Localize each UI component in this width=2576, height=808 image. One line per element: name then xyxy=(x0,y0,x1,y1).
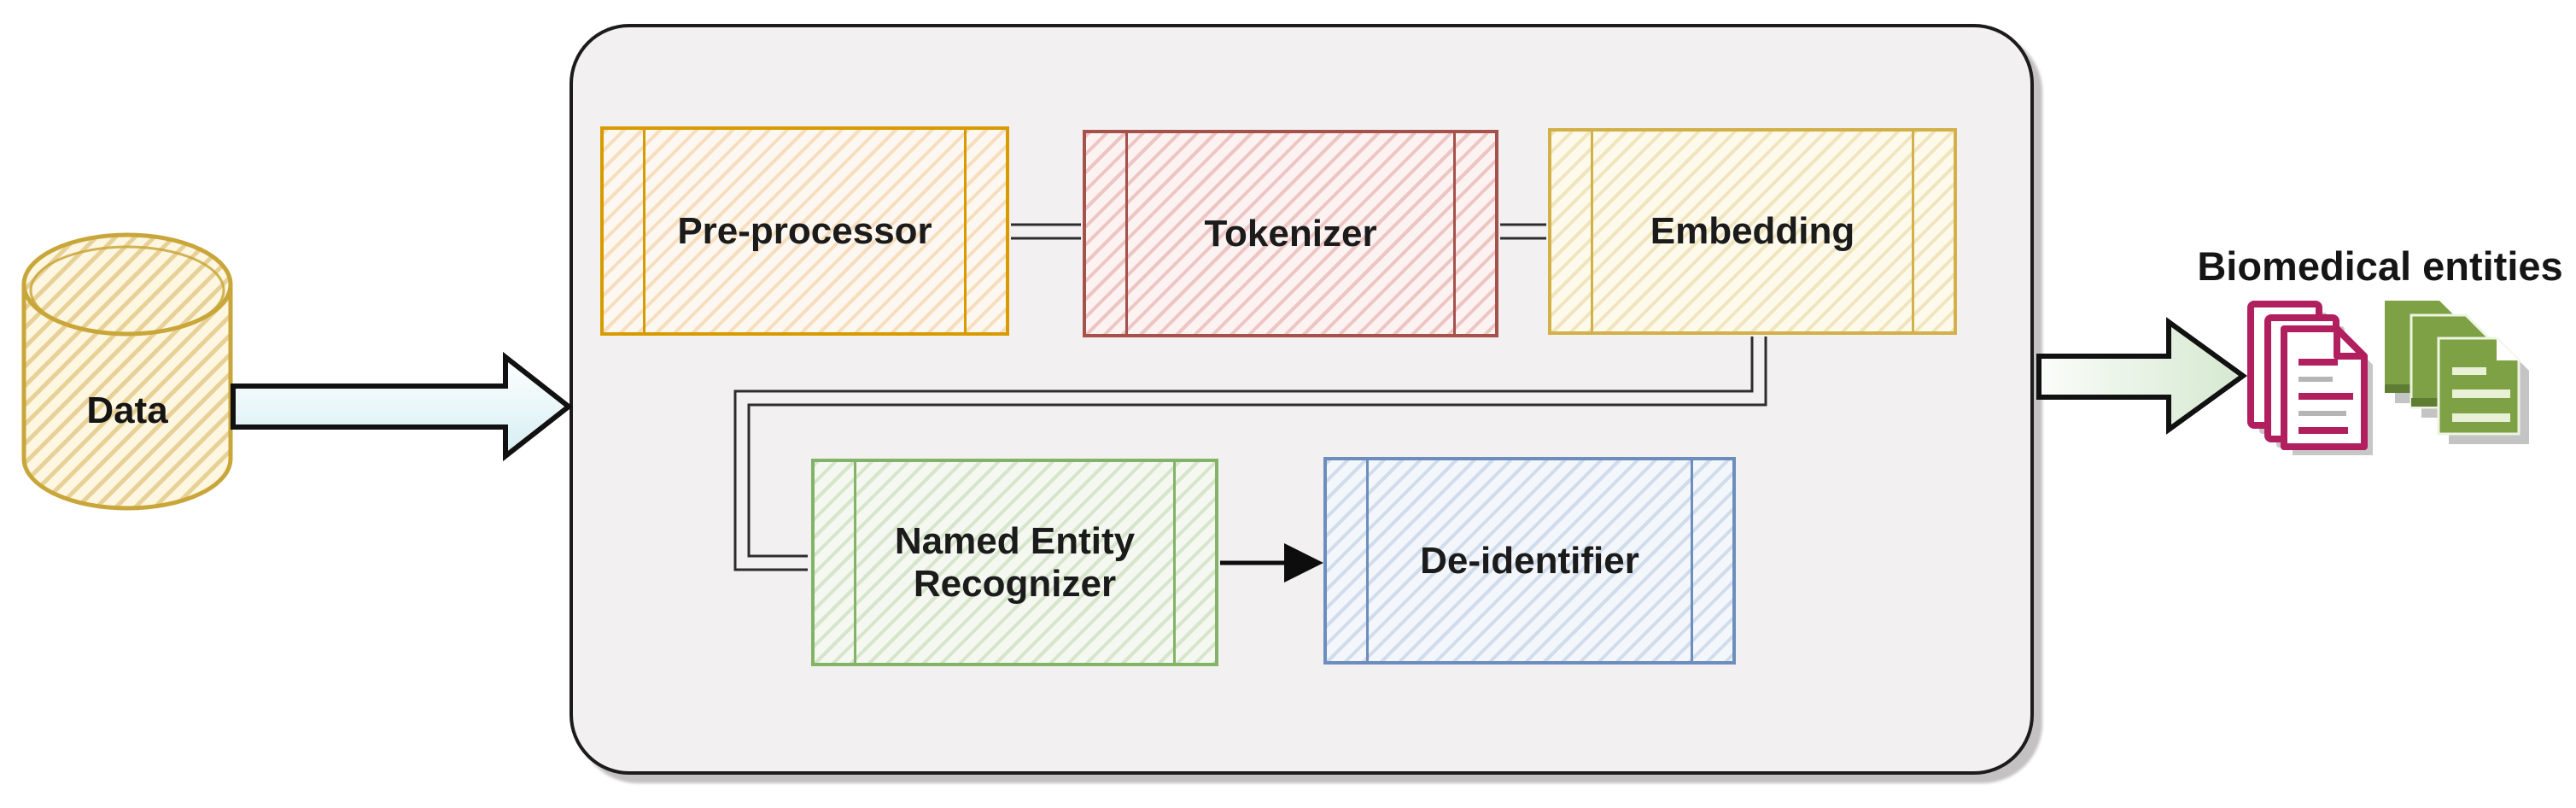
node-label: Embedding xyxy=(1650,210,1855,253)
node-label-line2: Recognizer xyxy=(913,562,1117,605)
node-tokenizer: Tokenizer xyxy=(1083,130,1498,337)
box-side-bar xyxy=(1691,460,1693,661)
node-label: Pre-processor xyxy=(677,209,932,252)
box-side-bar xyxy=(1366,460,1369,661)
output-label: Biomedical entities xyxy=(2197,243,2563,289)
box-side-bar xyxy=(1125,133,1128,334)
node-pre-processor: Pre-processor xyxy=(600,126,1009,336)
data-node-label: Data xyxy=(86,389,168,431)
box-side-bar xyxy=(1453,133,1456,334)
green-documents-stack-icon xyxy=(2385,301,2529,444)
node-embedding: Embedding xyxy=(1548,128,1957,335)
connector-embedding-to-ner xyxy=(733,337,1767,571)
node-label-line1: Named Entity xyxy=(894,520,1136,563)
database-icon xyxy=(21,232,233,511)
input-arrow-icon xyxy=(231,351,573,462)
box-side-bar xyxy=(1173,462,1176,663)
pink-documents-stack-icon xyxy=(2247,301,2373,455)
node-named-entity-recognizer: Named Entity Recognizer xyxy=(811,459,1218,666)
box-side-bar xyxy=(1591,132,1593,331)
connector-ner-to-deidentifier xyxy=(1220,543,1323,583)
node-label: De-identifier xyxy=(1420,539,1639,582)
box-side-bar xyxy=(854,462,856,663)
box-side-bar xyxy=(1912,132,1914,331)
box-side-bar xyxy=(964,130,967,332)
node-de-identifier: De-identifier xyxy=(1323,457,1736,665)
node-label: Tokenizer xyxy=(1204,212,1377,255)
box-side-bar xyxy=(643,130,645,332)
node-label: Named Entity Recognizer xyxy=(895,520,1135,605)
output-arrow-icon xyxy=(2036,317,2248,435)
